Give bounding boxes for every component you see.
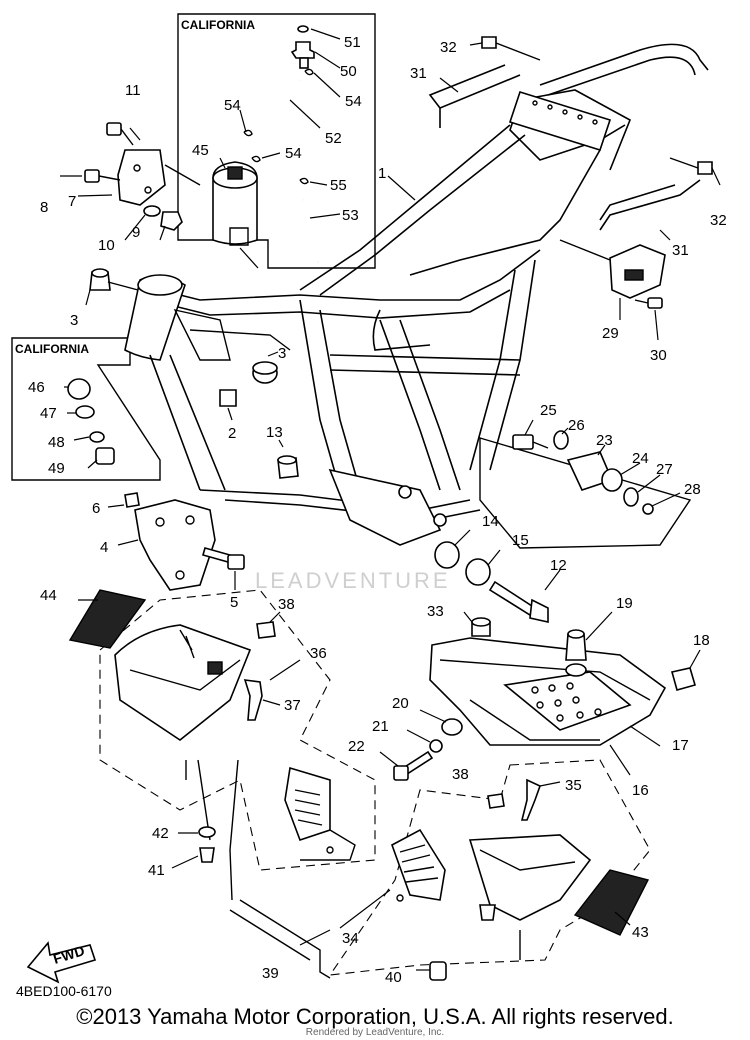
callout-41: 41: [148, 862, 165, 879]
callout-25: 25: [540, 402, 557, 419]
callout-48: 48: [48, 434, 65, 451]
california-inset-left: CALIFORNIA: [11, 337, 161, 481]
callout-13: 13: [266, 424, 283, 441]
callout-55: 55: [330, 177, 347, 194]
inset-title-left: CALIFORNIA: [15, 342, 89, 356]
callout-4: 4: [100, 539, 108, 556]
callout-11: 11: [125, 82, 141, 99]
callout-9: 9: [132, 224, 140, 241]
callout-27: 27: [656, 461, 673, 478]
callout-3a: 3: [70, 312, 78, 329]
callout-2: 2: [228, 425, 236, 442]
callout-46: 46: [28, 379, 45, 396]
callout-39: 39: [262, 965, 279, 982]
callout-23: 23: [596, 432, 613, 449]
callout-16: 16: [632, 782, 649, 799]
clip-38-upper: [256, 611, 281, 639]
engine-mount-bracket-upper: [60, 122, 201, 241]
california-inset-upper: CALIFORNIA: [177, 13, 376, 269]
callout-37: 37: [284, 697, 301, 714]
callout-36: 36: [310, 645, 327, 662]
callout-15: 15: [512, 532, 529, 549]
callout-53: 53: [342, 207, 359, 224]
callout-21: 21: [372, 718, 389, 735]
callout-24: 24: [632, 450, 649, 467]
pad-44: [68, 589, 147, 649]
fwd-arrow: FWD: [26, 941, 97, 984]
side-cover-group-left: [99, 589, 376, 979]
skid-plate: [379, 611, 701, 781]
callout-32b: 32: [710, 212, 727, 229]
callout-31a: 31: [410, 65, 427, 82]
swingarm-pivot-parts: [479, 419, 692, 549]
clamp-and-bolt-29-30: [559, 239, 666, 341]
callout-18: 18: [693, 632, 710, 649]
main-frame: [124, 43, 709, 546]
callout-12: 12: [550, 557, 567, 574]
callout-50: 50: [340, 63, 357, 80]
callout-8: 8: [40, 199, 48, 216]
callout-33: 33: [427, 603, 444, 620]
callout-31b: 31: [672, 242, 689, 259]
engine-mount-bracket-lower: [107, 492, 245, 591]
pivot-shaft-12: [434, 529, 561, 623]
inset-title-upper: CALIFORNIA: [181, 18, 255, 32]
callout-6: 6: [92, 500, 100, 517]
diagram-code: 4BED100-6170: [16, 983, 112, 999]
callout-34: 34: [342, 930, 359, 947]
rendered-by-credit: Rendered by LeadVenture, Inc.: [305, 1027, 445, 1038]
side-cover-group-right: [328, 759, 651, 981]
callout-47: 47: [40, 405, 57, 422]
callout-28: 28: [684, 481, 701, 498]
callout-44: 44: [40, 587, 57, 604]
callout-42: 42: [152, 825, 169, 842]
callout-20: 20: [392, 695, 409, 712]
callout-7: 7: [68, 193, 76, 210]
callout-38a: 38: [278, 596, 295, 613]
copyright-footer: ©2013 Yamaha Motor Corporation, U.S.A. A…: [76, 1004, 674, 1029]
watermark: LEADVENTURE: [255, 568, 451, 593]
callout-labels: 1 2 3 3 4 5 6 7 8 9 10 11 12 13 14 15 16…: [28, 34, 727, 986]
callout-14: 14: [482, 513, 499, 530]
callout-19: 19: [616, 595, 633, 612]
rubber-grommets: [85, 268, 299, 479]
callout-51: 51: [344, 34, 361, 51]
callout-38b: 38: [452, 766, 469, 783]
callout-3b: 3: [278, 345, 286, 362]
callout-40: 40: [385, 969, 402, 986]
callout-30: 30: [650, 347, 667, 364]
callout-45: 45: [192, 142, 209, 159]
callout-5: 5: [230, 594, 238, 611]
callout-54b: 54: [285, 145, 302, 162]
callout-32a: 32: [440, 39, 457, 56]
callout-26: 26: [568, 417, 585, 434]
callout-1: 1: [378, 165, 386, 182]
callout-54c: 54: [345, 93, 362, 110]
callout-29: 29: [602, 325, 619, 342]
callout-22: 22: [348, 738, 365, 755]
rear-fender-brackets: [387, 36, 721, 241]
callout-54a: 54: [224, 97, 241, 114]
callout-49: 49: [48, 460, 65, 477]
callout-17: 17: [672, 737, 689, 754]
callout-35: 35: [565, 777, 582, 794]
callout-52: 52: [325, 130, 342, 147]
callout-43: 43: [632, 924, 649, 941]
callout-10: 10: [98, 237, 115, 254]
